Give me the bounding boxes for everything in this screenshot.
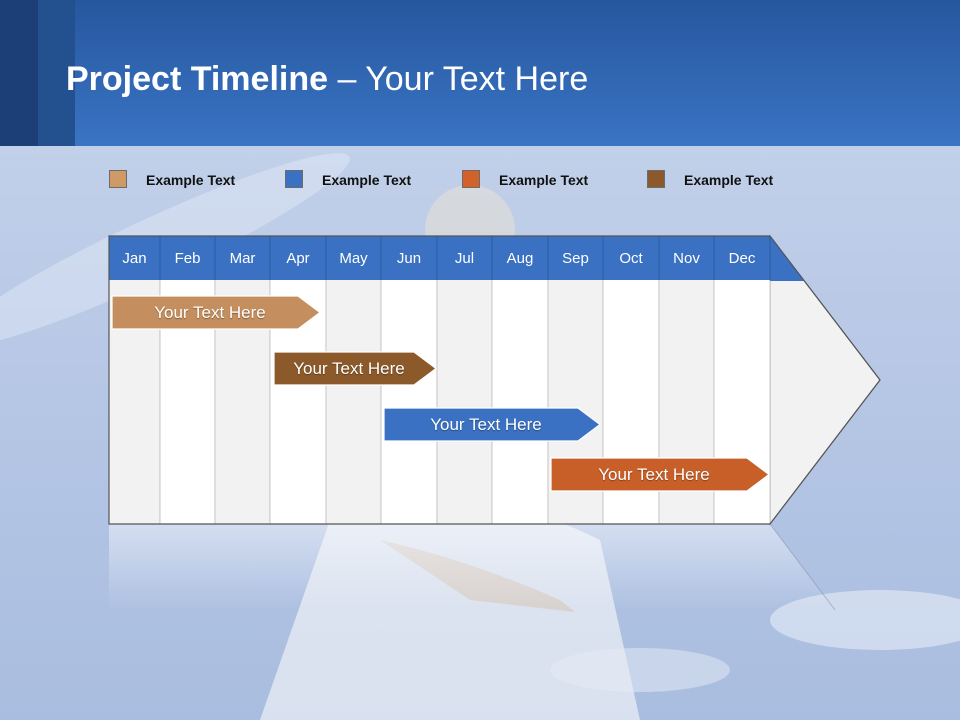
month-label: Oct xyxy=(619,250,643,267)
reflection-edge xyxy=(769,523,836,611)
month-label: Sep xyxy=(562,250,589,267)
legend-swatch xyxy=(462,170,480,188)
legend-swatch xyxy=(109,170,127,188)
month-header-band xyxy=(109,236,770,280)
timeline-frame xyxy=(108,235,881,525)
header-band: Project Timeline – Your Text Here xyxy=(0,0,960,146)
page-title: Project Timeline – Your Text Here xyxy=(66,60,588,99)
month-column xyxy=(436,235,493,525)
timeline-bar-label: Your Text Here xyxy=(154,303,266,322)
timeline-reflection xyxy=(109,524,835,610)
month-label: Jul xyxy=(454,250,475,267)
month-label: Aug xyxy=(506,250,534,267)
legend-swatch xyxy=(647,170,665,188)
timeline-bars xyxy=(111,295,770,492)
timeline-bar[interactable] xyxy=(111,295,321,330)
timeline-bar[interactable] xyxy=(273,351,437,386)
title-bold: Project Timeline xyxy=(66,60,329,98)
legend-label: Example Text xyxy=(684,172,774,188)
month-label: May xyxy=(339,250,368,267)
month-label: Mar xyxy=(229,250,256,267)
legend-label: Example Text xyxy=(322,172,412,188)
header-accent-strip xyxy=(0,0,38,146)
timeline-bar-label: Your Text Here xyxy=(430,415,542,434)
month-label: Feb xyxy=(174,250,201,267)
timeline-bar[interactable] xyxy=(383,407,601,442)
timeline-bar[interactable] xyxy=(550,457,770,492)
month-column xyxy=(491,235,549,525)
month-label: Jun xyxy=(396,250,422,267)
month-label: Jan xyxy=(122,250,147,267)
month-label: Dec xyxy=(728,250,756,267)
month-column xyxy=(108,235,161,525)
month-label: Apr xyxy=(286,250,310,267)
legend-label: Example Text xyxy=(146,172,236,188)
legend-swatch xyxy=(285,170,303,188)
month-label: Nov xyxy=(673,250,700,267)
timeline-bar-label: Your Text Here xyxy=(293,359,405,378)
timeline-bar-label: Your Text Here xyxy=(598,465,710,484)
title-rest: – Your Text Here xyxy=(328,60,589,98)
header-accent-strip xyxy=(38,0,75,146)
month-column xyxy=(214,235,271,525)
legend-label: Example Text xyxy=(499,172,589,188)
month-dividers xyxy=(159,236,771,280)
